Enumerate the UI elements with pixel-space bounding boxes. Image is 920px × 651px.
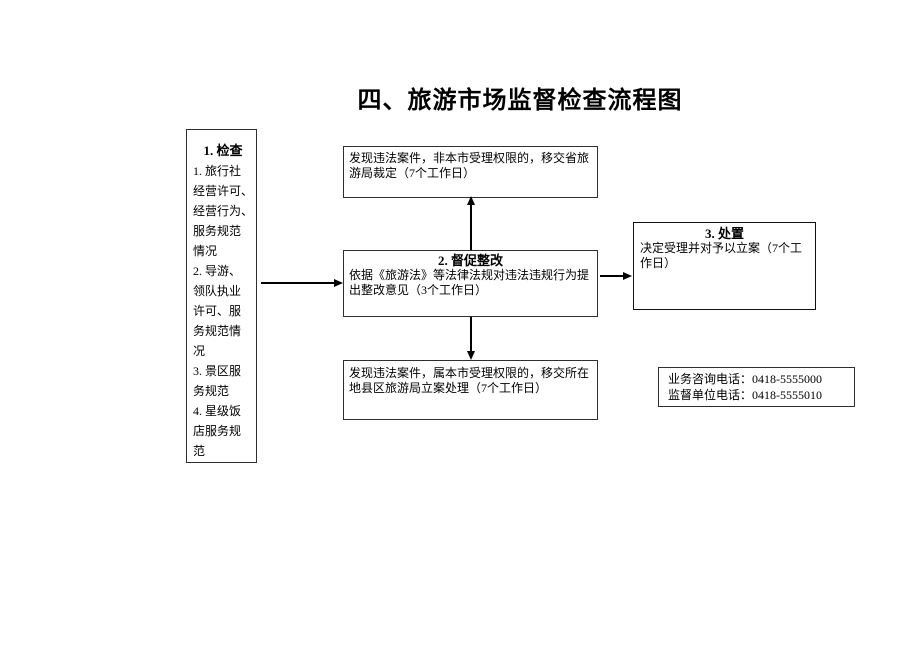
arrowhead-up-icon — [466, 196, 475, 205]
inspect-heading: 1. 检查 — [203, 143, 243, 158]
page-title: 四、旅游市场监督检查流程图 — [357, 88, 683, 114]
flow-box-transfer-county: 发现违法案件，属本市受理权限的，移交所在 地县区旅游局立案处理（7个工作日） — [343, 360, 598, 420]
rectify-heading: 2. 督促整改 — [437, 253, 503, 268]
flow-box-inspect: 1. 检查 1. 旅行社 经营许可、 经营行为、 服务规范 情况 2. 导游、 … — [186, 129, 257, 463]
dispose-body: 决定受理并对予以立案（7个工 作日） — [640, 241, 803, 270]
inspect-body: 1. 旅行社 经营许可、 经营行为、 服务规范 情况 2. 导游、 领队执业 许… — [193, 164, 254, 458]
arrow-rectify-to-province-line — [470, 204, 472, 250]
rectify-body: 依据《旅游法》等法律法规对违法违规行为提 出整改意见（3个工作日） — [349, 268, 590, 297]
arrowhead-right-icon — [334, 278, 343, 287]
arrow-inspect-to-rectify-line — [261, 282, 334, 284]
dispose-heading: 3. 处置 — [704, 226, 744, 241]
transfer-county-body: 发现违法案件，属本市受理权限的，移交所在 地县区旅游局立案处理（7个工作日） — [349, 366, 590, 395]
arrow-rectify-to-dispose-line — [600, 275, 624, 277]
transfer-province-body: 发现违法案件，非本市受理权限的，移交省旅 游局裁定（7个工作日） — [349, 151, 590, 180]
contact-box: 业务咨询电话：0418-5555000 监督单位电话：0418-5555010 — [658, 367, 855, 407]
flow-box-rectify: 2. 督促整改 依据《旅游法》等法律法规对违法违规行为提 出整改意见（3个工作日… — [343, 250, 598, 317]
arrow-rectify-to-county-line — [470, 317, 472, 352]
flow-box-transfer-province: 发现违法案件，非本市受理权限的，移交省旅 游局裁定（7个工作日） — [343, 146, 598, 198]
contact-consult-line: 业务咨询电话：0418-5555000 — [668, 372, 822, 386]
arrowhead-right-icon — [623, 271, 632, 280]
contact-supervise-line: 监督单位电话：0418-5555010 — [668, 387, 822, 402]
arrowhead-down-icon — [466, 351, 475, 360]
flow-box-dispose: 3. 处置 决定受理并对予以立案（7个工 作日） — [633, 222, 816, 310]
